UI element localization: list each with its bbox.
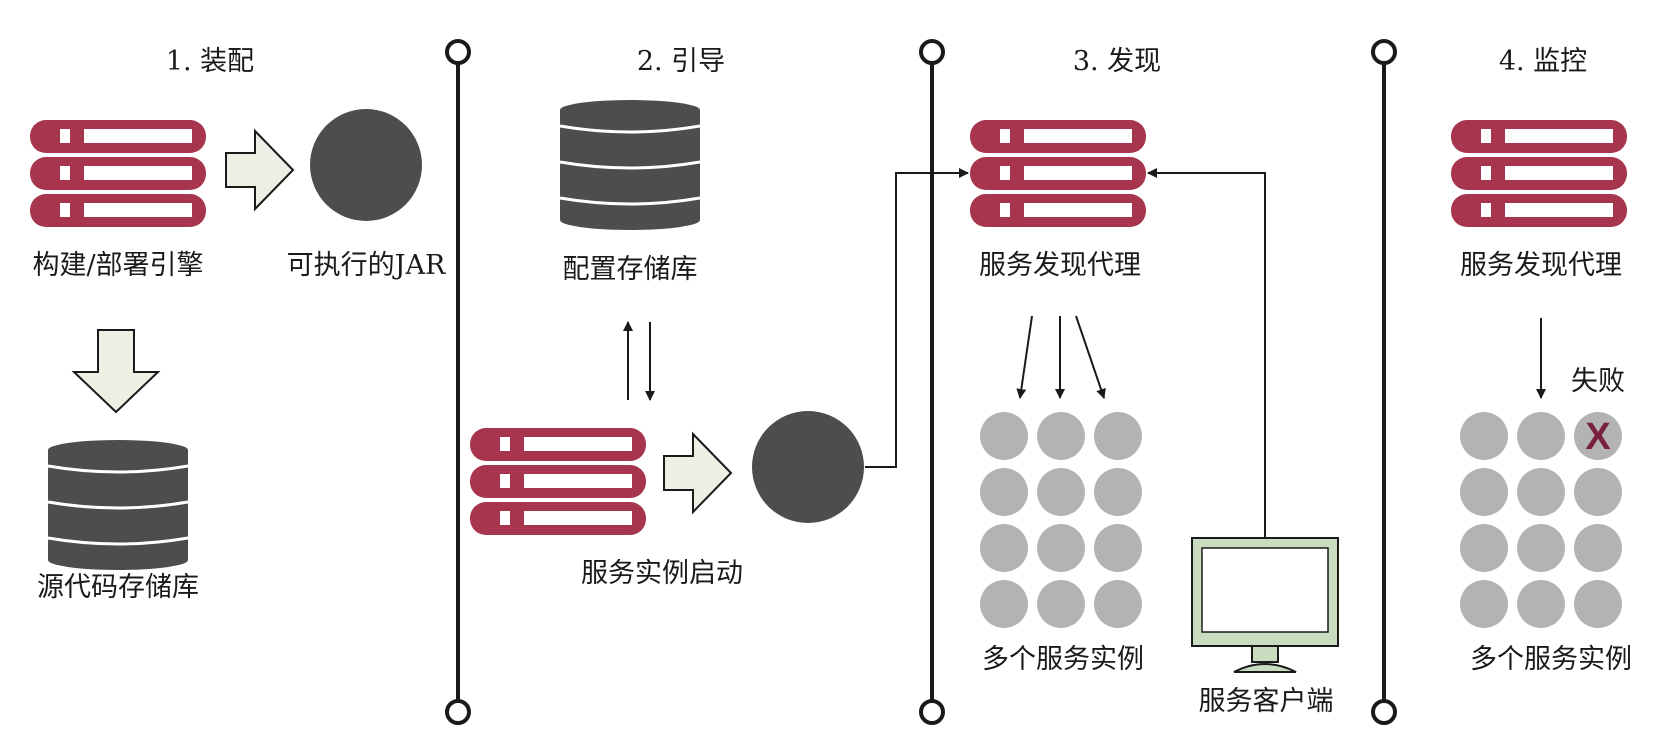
jar-circle-icon: [752, 411, 864, 523]
stage-title-monitoring: 4. 监控: [1498, 46, 1588, 77]
instance-node-icon: [1460, 524, 1508, 572]
instance-node-icon: [980, 468, 1028, 516]
server-stack-icon: [470, 428, 646, 535]
server-stack-icon: [30, 120, 206, 227]
failed-x-mark: X: [1585, 416, 1611, 458]
discovery-agent-label: 服务发现代理: [1460, 250, 1622, 281]
service-instance-start-label: 服务实例启动: [581, 558, 743, 589]
lookup-connector: [1147, 168, 1266, 538]
hollow-arrow-icon: [225, 128, 295, 212]
stage-title-discovery: 3. 发现: [1072, 46, 1162, 77]
discovery-agent-label: 服务发现代理: [979, 250, 1141, 281]
monitor-icon: [1191, 537, 1339, 673]
stage-divider-1: [445, 39, 471, 725]
instance-node-icon: [1094, 468, 1142, 516]
instance-node-icon: [1037, 580, 1085, 628]
instance-node-icon: [1460, 412, 1508, 460]
database-icon: [47, 440, 189, 570]
instance-node-icon: [1517, 468, 1565, 516]
register-connector: [865, 168, 969, 468]
instance-node-icon: [980, 580, 1028, 628]
instance-node-icon: [1574, 524, 1622, 572]
instance-node-icon: [1094, 580, 1142, 628]
stage-divider-2: [919, 39, 945, 725]
instance-grid: [980, 412, 1142, 628]
hollow-arrow-icon: [663, 431, 733, 515]
multiple-instances-label: 多个服务实例: [982, 644, 1144, 675]
server-stack-icon: [970, 120, 1146, 227]
instance-node-icon: [1037, 468, 1085, 516]
jar-circle-icon: [310, 109, 422, 221]
instance-node-icon: [1517, 580, 1565, 628]
instance-node-icon: [1574, 468, 1622, 516]
instance-node-icon: [1094, 524, 1142, 572]
instance-node-icon: [1037, 524, 1085, 572]
stage-title-assembly: 1. 装配: [165, 46, 255, 77]
instance-node-icon: [1094, 412, 1142, 460]
instance-node-icon: [1460, 468, 1508, 516]
dispatch-arrow: [1016, 315, 1033, 399]
instance-node-icon: [980, 412, 1028, 460]
executable-jar-label: 可执行的JAR: [286, 250, 446, 281]
instance-node-icon: [1517, 412, 1565, 460]
build-deploy-engine-label: 构建/部署引擎: [32, 250, 204, 281]
dispatch-arrow: [1075, 315, 1106, 399]
hollow-arrow-icon: [71, 329, 161, 414]
failure-label: 失败: [1571, 366, 1625, 397]
instance-node-failed-icon: [1574, 412, 1622, 460]
instance-node-icon: [1037, 412, 1085, 460]
server-stack-icon: [1451, 120, 1627, 227]
service-client-label: 服务客户端: [1198, 686, 1334, 717]
instance-node-icon: [1517, 524, 1565, 572]
instance-grid: [1460, 412, 1622, 628]
instance-node-icon: [1574, 580, 1622, 628]
database-icon: [559, 100, 701, 230]
instance-node-icon: [1460, 580, 1508, 628]
instance-node-icon: [980, 524, 1028, 572]
stage-title-bootstrap: 2. 引导: [636, 46, 726, 77]
config-repo-label: 配置存储库: [562, 254, 698, 285]
multiple-instances-label: 多个服务实例: [1470, 644, 1632, 675]
source-repo-label: 源代码存储库: [37, 572, 199, 603]
stage-divider-3: [1371, 39, 1397, 725]
